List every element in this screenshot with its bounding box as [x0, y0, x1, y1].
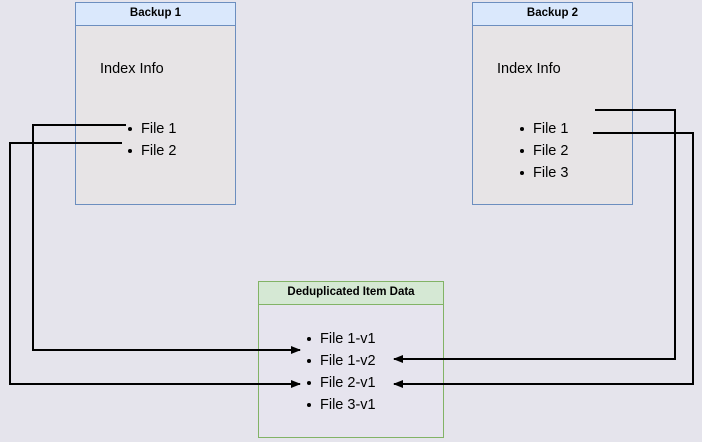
deduplicated-item-data-box[interactable]: Deduplicated Item Data File 1-v1 File 1-…: [258, 281, 444, 438]
backup-1-index-info-label: Index Info: [100, 61, 164, 77]
backup-1-box[interactable]: Backup 1 Index Info File 1 File 2: [75, 2, 236, 205]
backup-1-title: Backup 1: [76, 3, 235, 26]
list-item[interactable]: File 3: [518, 162, 568, 184]
list-item[interactable]: File 1: [126, 118, 176, 140]
list-item[interactable]: File 2: [518, 140, 568, 162]
backup-1-file-list: File 1 File 2: [126, 118, 176, 162]
list-item[interactable]: File 2: [126, 140, 176, 162]
backup-2-file-list: File 1 File 2 File 3: [518, 118, 568, 184]
list-item[interactable]: File 3-v1: [305, 394, 376, 416]
backup-2-body: Index Info File 1 File 2 File 3: [473, 26, 632, 204]
backup-2-index-info-label: Index Info: [497, 61, 561, 77]
deduplicated-item-data-body: File 1-v1 File 1-v2 File 2-v1 File 3-v1: [259, 305, 443, 437]
backup-2-box[interactable]: Backup 2 Index Info File 1 File 2 File 3: [472, 2, 633, 205]
list-item[interactable]: File 1-v1: [305, 328, 376, 350]
backup-1-body: Index Info File 1 File 2: [76, 26, 235, 204]
backup-2-title: Backup 2: [473, 3, 632, 26]
dedup-file-list: File 1-v1 File 1-v2 File 2-v1 File 3-v1: [305, 328, 376, 416]
deduplicated-item-data-title: Deduplicated Item Data: [259, 282, 443, 305]
list-item[interactable]: File 1: [518, 118, 568, 140]
list-item[interactable]: File 2-v1: [305, 372, 376, 394]
list-item[interactable]: File 1-v2: [305, 350, 376, 372]
